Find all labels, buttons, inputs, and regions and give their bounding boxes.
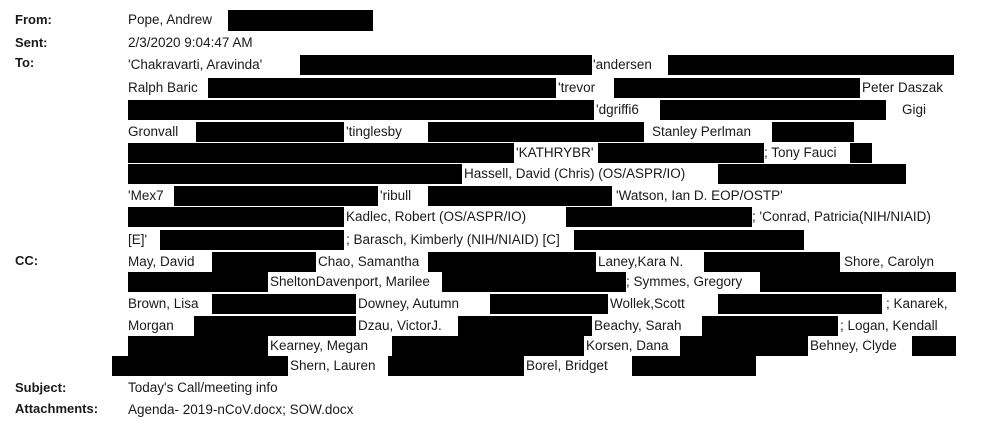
to-recipient: Gigi <box>902 102 927 117</box>
sent-label: Sent: <box>15 35 48 50</box>
cc-recipient: Kearney, Megan <box>270 338 369 353</box>
to-recipient: 'andersen <box>593 57 652 72</box>
subject-label: Subject: <box>15 380 67 395</box>
cc-recipient: Beachy, Sarah <box>594 318 682 333</box>
to-recipient: 'KATHRYBR' <box>516 145 594 160</box>
redaction-block <box>388 356 524 376</box>
redaction-block <box>680 336 808 356</box>
cc-recipient: Brown, Lisa <box>128 296 199 311</box>
to-recipient: Ralph Baric <box>128 80 198 95</box>
subject-value: Today's Call/meeting info <box>128 380 278 395</box>
redaction-block <box>614 78 860 98</box>
redaction-block <box>194 316 356 336</box>
cc-recipient: May, David <box>128 254 195 269</box>
cc-recipient: Shern, Lauren <box>290 358 376 373</box>
redaction-block <box>660 100 886 120</box>
redaction-block <box>128 272 268 292</box>
sent-value: 2/3/2020 9:04:47 AM <box>128 35 253 50</box>
redaction-block <box>212 252 316 272</box>
to-label: To: <box>15 55 35 70</box>
redaction-block <box>428 122 644 142</box>
redaction-block <box>668 55 954 75</box>
cc-recipient: ; Kanarek, <box>886 296 948 311</box>
redaction-block <box>128 164 462 184</box>
cc-recipient: Shore, Carolyn <box>844 254 935 269</box>
cc-recipient: ; Logan, Kendall <box>840 318 938 333</box>
redaction-block <box>458 316 592 336</box>
redaction-block <box>490 294 608 314</box>
redaction-block <box>702 316 838 336</box>
attachments-value[interactable]: Agenda- 2019-nCoV.docx; SOW.docx <box>128 402 354 417</box>
to-recipient: 'trevor <box>558 80 596 95</box>
redaction-block <box>598 143 764 163</box>
redaction-block <box>208 78 556 98</box>
from-label: From: <box>15 12 52 27</box>
cc-recipient: Behney, Clyde <box>810 338 897 353</box>
attachments-label: Attachments: <box>15 401 99 416</box>
cc-recipient: Chao, Samantha <box>318 254 420 269</box>
redaction-block <box>112 356 288 376</box>
cc-recipient: Wollek,Scott <box>610 296 685 311</box>
redaction-block <box>160 230 344 250</box>
to-recipient: Gronvall <box>128 124 179 139</box>
to-recipient: 'Chakravarti, Aravinda' <box>128 57 263 72</box>
to-recipient: Peter Daszak <box>862 80 944 95</box>
redaction-block <box>718 164 906 184</box>
redaction-block <box>212 294 356 314</box>
cc-recipient: Downey, Autumn <box>358 296 460 311</box>
redaction-block <box>566 207 752 227</box>
cc-label: CC: <box>15 253 39 268</box>
redaction-block <box>128 336 268 356</box>
to-recipient: [E]' <box>128 232 148 247</box>
from-value: Pope, Andrew <box>128 12 213 27</box>
to-recipient: ; Tony Fauci <box>764 145 837 160</box>
redaction-block <box>128 207 344 227</box>
redaction-block <box>428 186 612 206</box>
to-recipient: 'Mex7 <box>128 188 164 203</box>
to-recipient: ; Barasch, Kimberly (NIH/NIAID) [C] <box>346 232 560 247</box>
to-recipient: Hassell, David (Chris) (OS/ASPR/IO) <box>464 166 686 181</box>
to-recipient: 'tinglesby <box>346 124 402 139</box>
cc-recipient: Morgan <box>128 318 174 333</box>
to-recipient: 'Watson, Ian D. EOP/OSTP' <box>616 188 783 203</box>
to-recipient: Stanley Perlman <box>652 124 752 139</box>
redaction-block <box>760 272 956 292</box>
to-recipient: ; 'Conrad, Patricia(NIH/NIAID) <box>752 209 931 224</box>
redaction-block <box>196 122 344 142</box>
cc-recipient: Korsen, Dana <box>586 338 669 353</box>
to-recipient: 'dgriffi6 <box>596 102 639 117</box>
to-recipient: Kadlec, Robert (OS/ASPR/IO) <box>346 209 527 224</box>
redaction-block <box>574 230 804 250</box>
cc-recipient: Borel, Bridget <box>526 358 608 373</box>
redaction-block <box>228 10 373 31</box>
cc-recipient: ; Symmes, Gregory <box>626 274 743 289</box>
cc-recipient: Laney,Kara N. <box>598 254 684 269</box>
redaction-block <box>632 356 756 376</box>
redaction-block <box>442 272 626 292</box>
redaction-block <box>850 143 872 163</box>
redaction-block <box>704 252 840 272</box>
redaction-block <box>300 55 592 75</box>
redaction-block <box>392 336 584 356</box>
redaction-block <box>128 100 594 120</box>
to-recipient: 'ribull <box>380 188 412 203</box>
redaction-block <box>912 336 956 356</box>
redaction-block <box>772 122 854 142</box>
redaction-block <box>428 252 596 272</box>
redaction-block <box>174 186 378 206</box>
redaction-block <box>128 143 514 163</box>
cc-recipient: Dzau, VictorJ. <box>358 318 442 333</box>
cc-recipient: SheltonDavenport, Marilee <box>270 274 430 289</box>
redaction-block <box>718 294 882 314</box>
